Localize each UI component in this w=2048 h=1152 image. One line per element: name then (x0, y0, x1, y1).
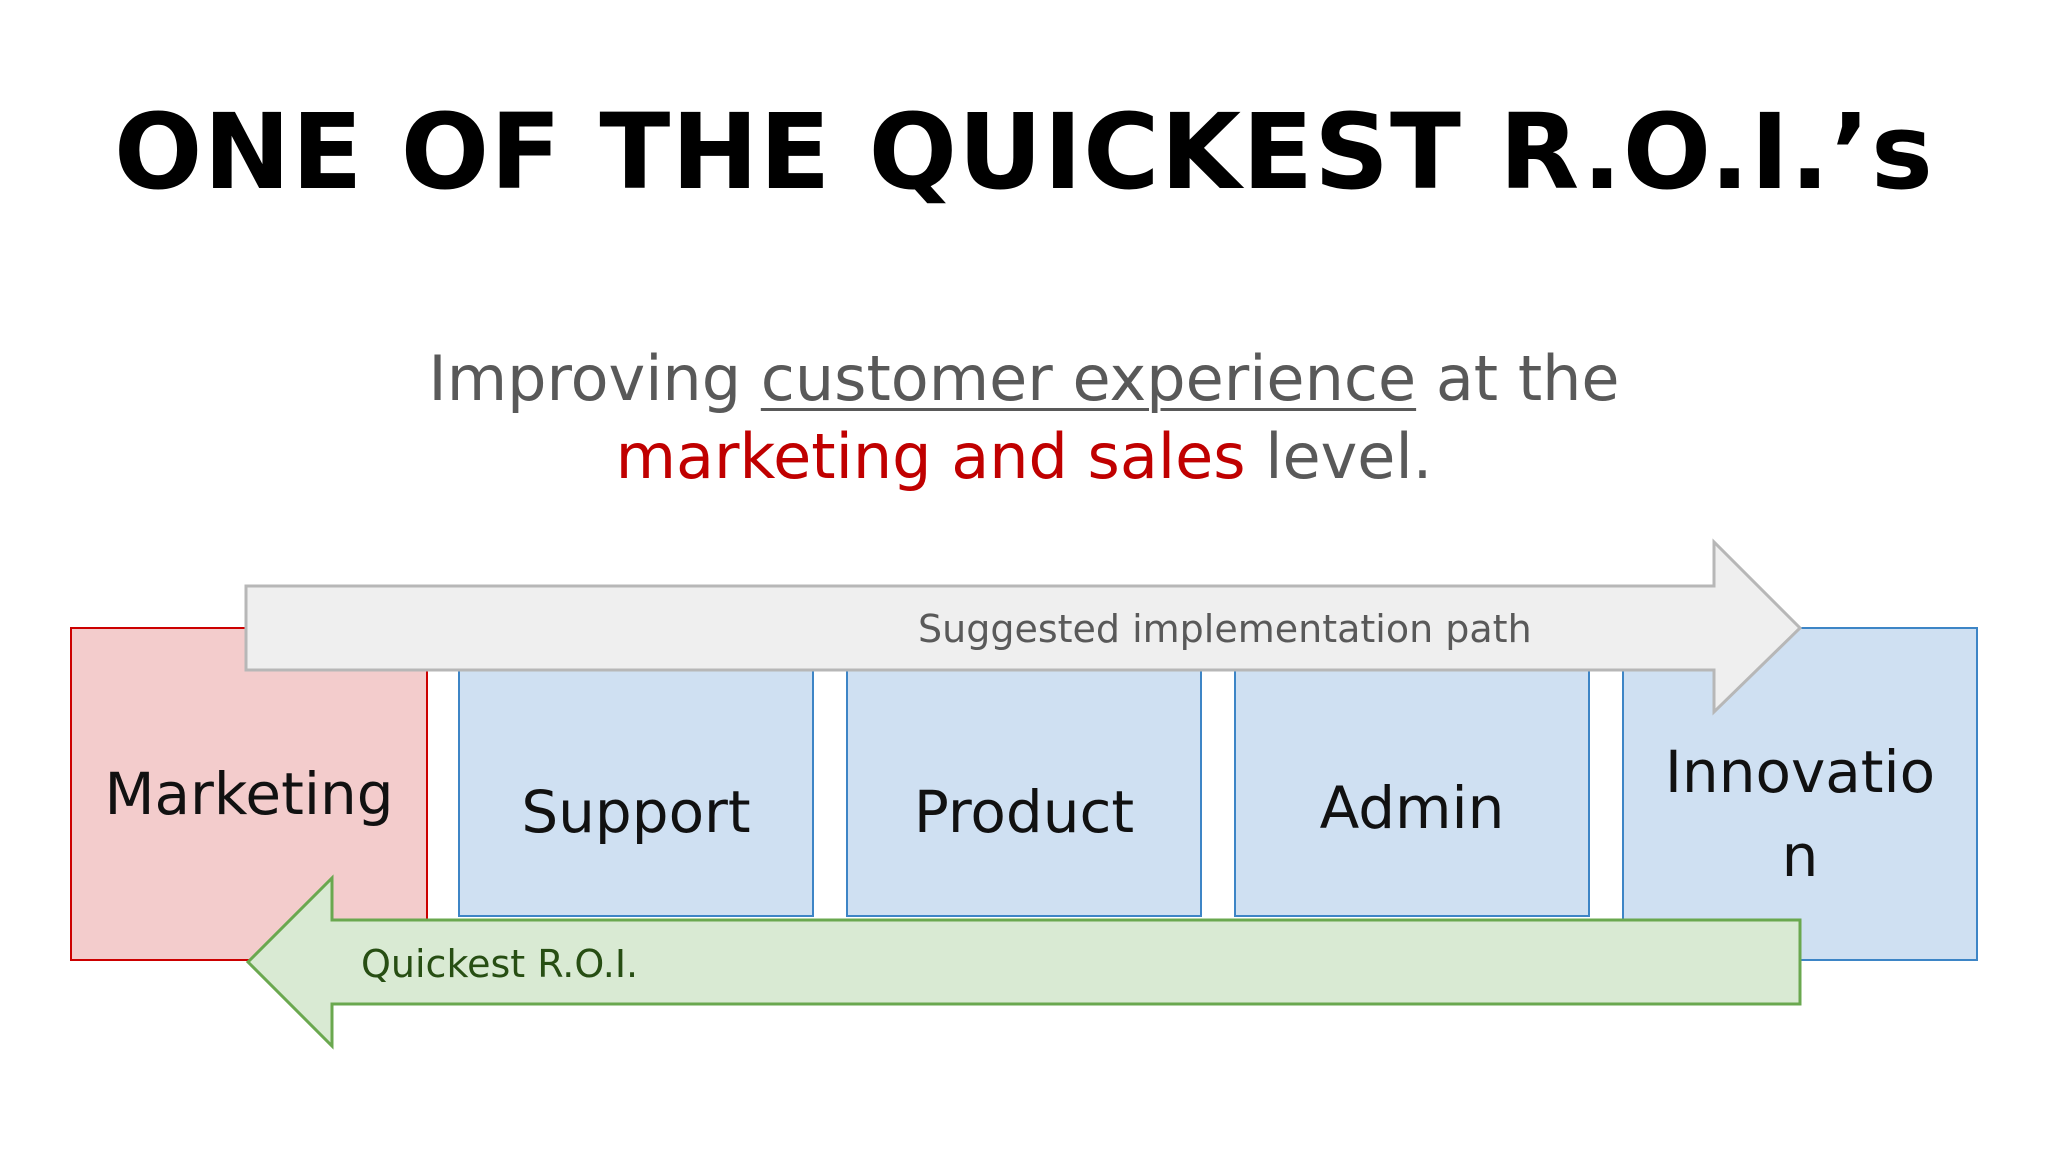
box-marketing-label: Marketing (104, 760, 394, 828)
subtitle-text-1: Improving (428, 342, 761, 415)
slide-subtitle: Improving customer experience at the mark… (0, 340, 2048, 496)
subtitle-underlined-text: customer experience (760, 342, 1417, 415)
box-support: Support (458, 627, 814, 917)
subtitle-accent-text: marketing and sales (615, 420, 1246, 493)
subtitle-text-2: at the (1416, 342, 1620, 415)
forward-arrow-label: Suggested implementation path (918, 607, 1532, 651)
back-arrow-label: Quickest R.O.I. (361, 942, 639, 986)
box-innovation-label: Innovatio n (1664, 738, 1936, 890)
box-product: Product (846, 627, 1202, 917)
box-product-label: Product (913, 778, 1135, 846)
slide-title: ONE OF THE QUICKEST R.O.I.’s (114, 91, 1934, 213)
subtitle-text-3: level. (1245, 420, 1433, 493)
box-admin: Admin (1234, 627, 1590, 917)
box-marketing: Marketing (70, 627, 428, 961)
box-admin-label: Admin (1319, 774, 1505, 842)
box-innovation: Innovatio n (1622, 627, 1978, 961)
box-support-label: Support (521, 778, 751, 846)
